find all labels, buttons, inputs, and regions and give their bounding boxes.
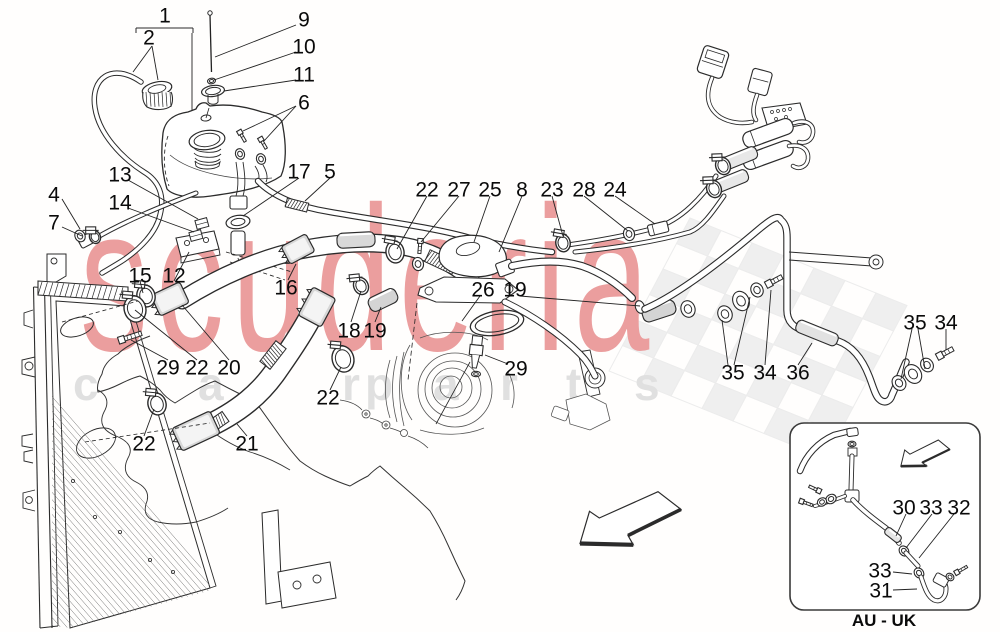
svg-text:34: 34 (753, 362, 777, 385)
svg-text:22: 22 (415, 179, 438, 202)
svg-text:22: 22 (185, 357, 208, 380)
svg-text:27: 27 (447, 179, 470, 202)
svg-text:21: 21 (235, 433, 258, 456)
svg-text:14: 14 (108, 192, 132, 215)
svg-text:22: 22 (316, 387, 339, 410)
svg-text:22: 22 (132, 433, 155, 456)
svg-text:24: 24 (603, 179, 627, 202)
svg-text:30: 30 (892, 497, 915, 520)
svg-text:11: 11 (293, 64, 315, 87)
svg-text:7: 7 (48, 212, 60, 235)
svg-text:35: 35 (903, 312, 926, 335)
svg-text:AU - UK: AU - UK (852, 611, 917, 630)
svg-text:18: 18 (337, 320, 360, 343)
svg-text:5: 5 (324, 161, 336, 184)
svg-text:2: 2 (143, 27, 155, 50)
svg-text:c: c (73, 358, 99, 410)
svg-text:15: 15 (128, 265, 151, 288)
svg-text:p: p (365, 358, 393, 410)
svg-text:36: 36 (786, 362, 809, 385)
svg-text:32: 32 (947, 497, 970, 520)
svg-text:4: 4 (48, 184, 60, 207)
svg-text:20: 20 (217, 357, 240, 380)
svg-text:28: 28 (572, 179, 595, 202)
svg-text:10: 10 (292, 36, 315, 59)
svg-text:13: 13 (108, 164, 131, 187)
svg-text:26: 26 (471, 279, 494, 302)
svg-text:19: 19 (503, 279, 526, 302)
svg-text:25: 25 (478, 179, 501, 202)
svg-text:34: 34 (934, 312, 958, 335)
svg-text:29: 29 (504, 358, 527, 381)
svg-text:1: 1 (159, 5, 171, 28)
svg-text:29: 29 (156, 357, 179, 380)
svg-text:12: 12 (162, 265, 185, 288)
svg-text:35: 35 (721, 362, 744, 385)
svg-text:23: 23 (540, 179, 563, 202)
svg-text:19: 19 (363, 320, 386, 343)
svg-text:8: 8 (516, 179, 528, 202)
svg-text:16: 16 (274, 277, 297, 300)
svg-text:s: s (634, 358, 660, 410)
svg-text:33: 33 (919, 497, 942, 520)
svg-text:9: 9 (298, 9, 310, 32)
svg-text:6: 6 (298, 92, 310, 115)
svg-text:17: 17 (287, 161, 310, 184)
svg-text:31: 31 (869, 580, 892, 603)
